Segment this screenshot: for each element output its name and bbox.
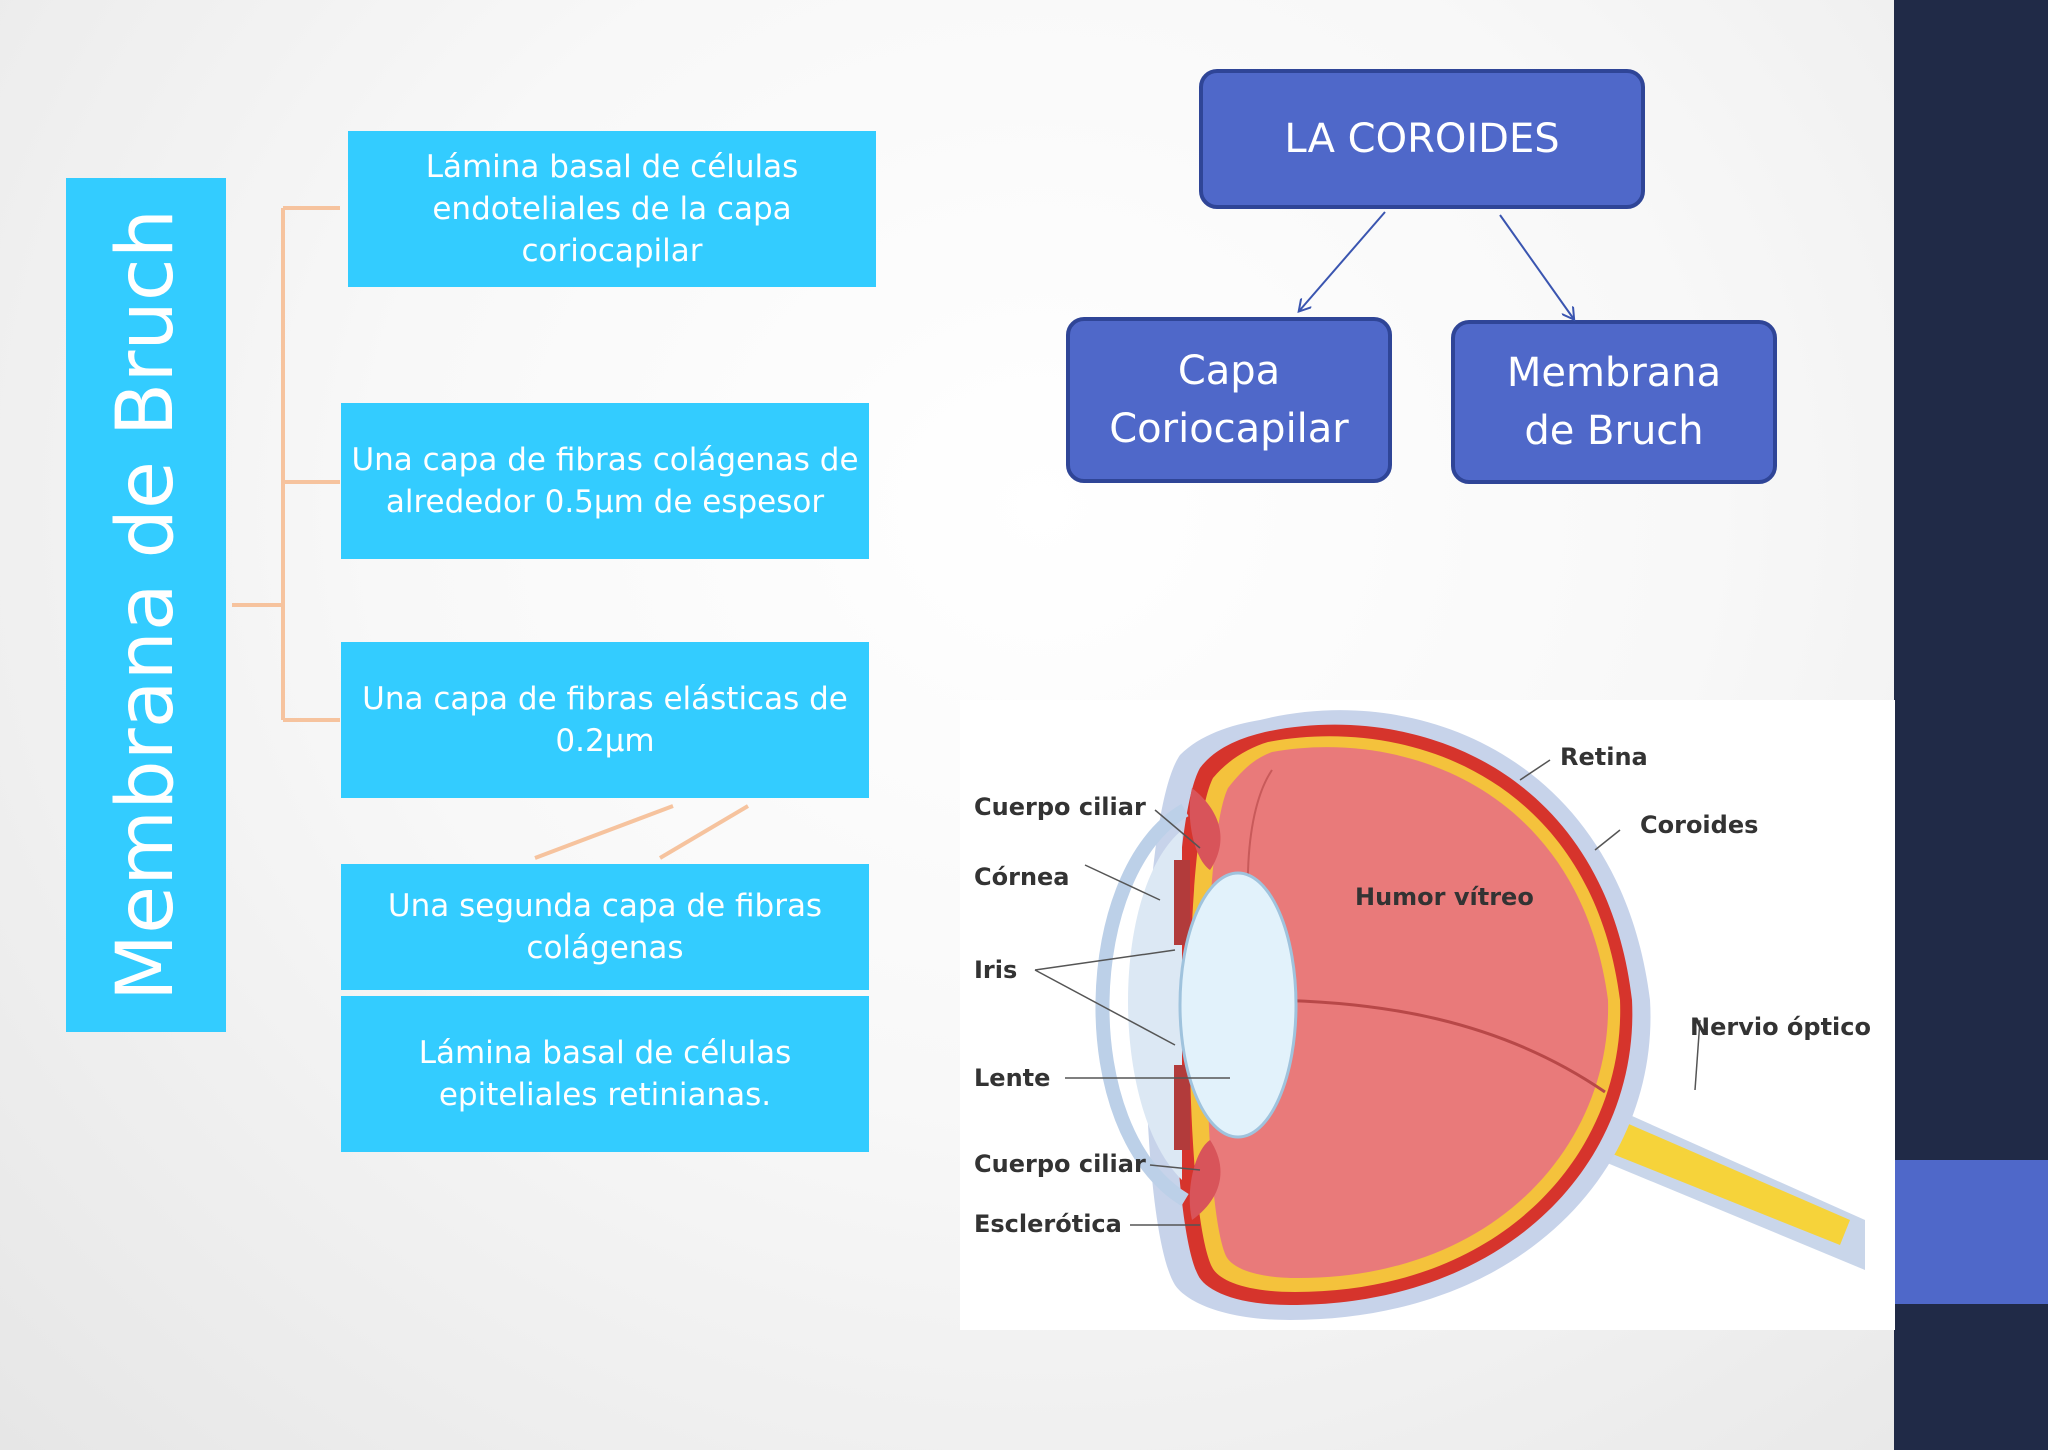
tree-root-label: LA COROIDES <box>1284 116 1560 162</box>
label-iris: Iris <box>974 956 1017 984</box>
label-esclerotica: Esclerótica <box>974 1210 1122 1238</box>
label-cuerpo-ciliar-bottom: Cuerpo ciliar <box>974 1150 1146 1178</box>
vertical-title-box <box>66 178 226 1032</box>
tree-arrows <box>0 211 1894 1450</box>
sidebar-accent-block <box>1894 1160 2048 1304</box>
label-lente: Lente <box>974 1064 1050 1092</box>
tree-child-label-1: Capa Coriocapilar <box>1109 348 1349 452</box>
layer-box-2: Una capa de fibras colágenas de alrededo… <box>341 403 869 559</box>
layer-box-1: Lámina basal de células endoteliales de … <box>348 131 876 287</box>
layer-label-2: Una capa de fibras colágenas de alrededo… <box>351 442 859 520</box>
layer-label-4: Una segunda capa de fibras colágenas <box>387 888 823 966</box>
tree-child-box-1: Capa Coriocapilar <box>1066 317 1392 483</box>
connector-diagonal-2 <box>658 804 750 860</box>
label-nervio-optico: Nervio óptico <box>1690 1013 1871 1041</box>
cornea <box>1095 803 1189 1206</box>
tree-child-label-2: Membrana de Bruch <box>1506 350 1722 454</box>
iris-top <box>1174 860 1190 945</box>
layer-box-5: Lámina basal de células epiteliales reti… <box>341 996 869 1152</box>
lens <box>1178 871 1298 1139</box>
connector-diagonal-1 <box>534 804 674 860</box>
label-cuerpo-ciliar-top: Cuerpo ciliar <box>974 793 1146 821</box>
label-coroides: Coroides <box>1640 811 1758 839</box>
layer-label-3: Una capa de fibras elásticas de 0.2µm <box>362 681 848 759</box>
tree-arrow-right <box>1499 214 1573 318</box>
label-retina: Retina <box>1560 743 1648 771</box>
anterior-chamber <box>1128 830 1182 1180</box>
bracket-connectors <box>232 206 750 860</box>
layer-box-4: Una segunda capa de fibras colágenas <box>341 864 869 990</box>
optic-nerve <box>1585 1105 1850 1245</box>
tree-child-box-2: Membrana de Bruch <box>1451 320 1777 484</box>
eye-anatomy-illustration: Retina Coroides Humor vítreo Nervio ópti… <box>960 700 1895 1330</box>
label-leaders <box>1034 759 1701 1226</box>
layer-box-3: Una capa de fibras elásticas de 0.2µm <box>341 642 869 798</box>
tree-arrow-left <box>1300 211 1386 310</box>
layer-label-1: Lámina basal de células endoteliales de … <box>425 149 799 269</box>
ciliary-body-top <box>1189 788 1221 870</box>
label-cornea: Córnea <box>974 863 1070 891</box>
layer-label-5: Lámina basal de células epiteliales reti… <box>418 1035 792 1113</box>
tree-root-box: LA COROIDES <box>1199 69 1645 209</box>
label-humor-vitreo: Humor vítreo <box>1355 883 1534 911</box>
ciliary-body-bottom <box>1189 1140 1221 1220</box>
iris-bottom <box>1174 1065 1190 1150</box>
